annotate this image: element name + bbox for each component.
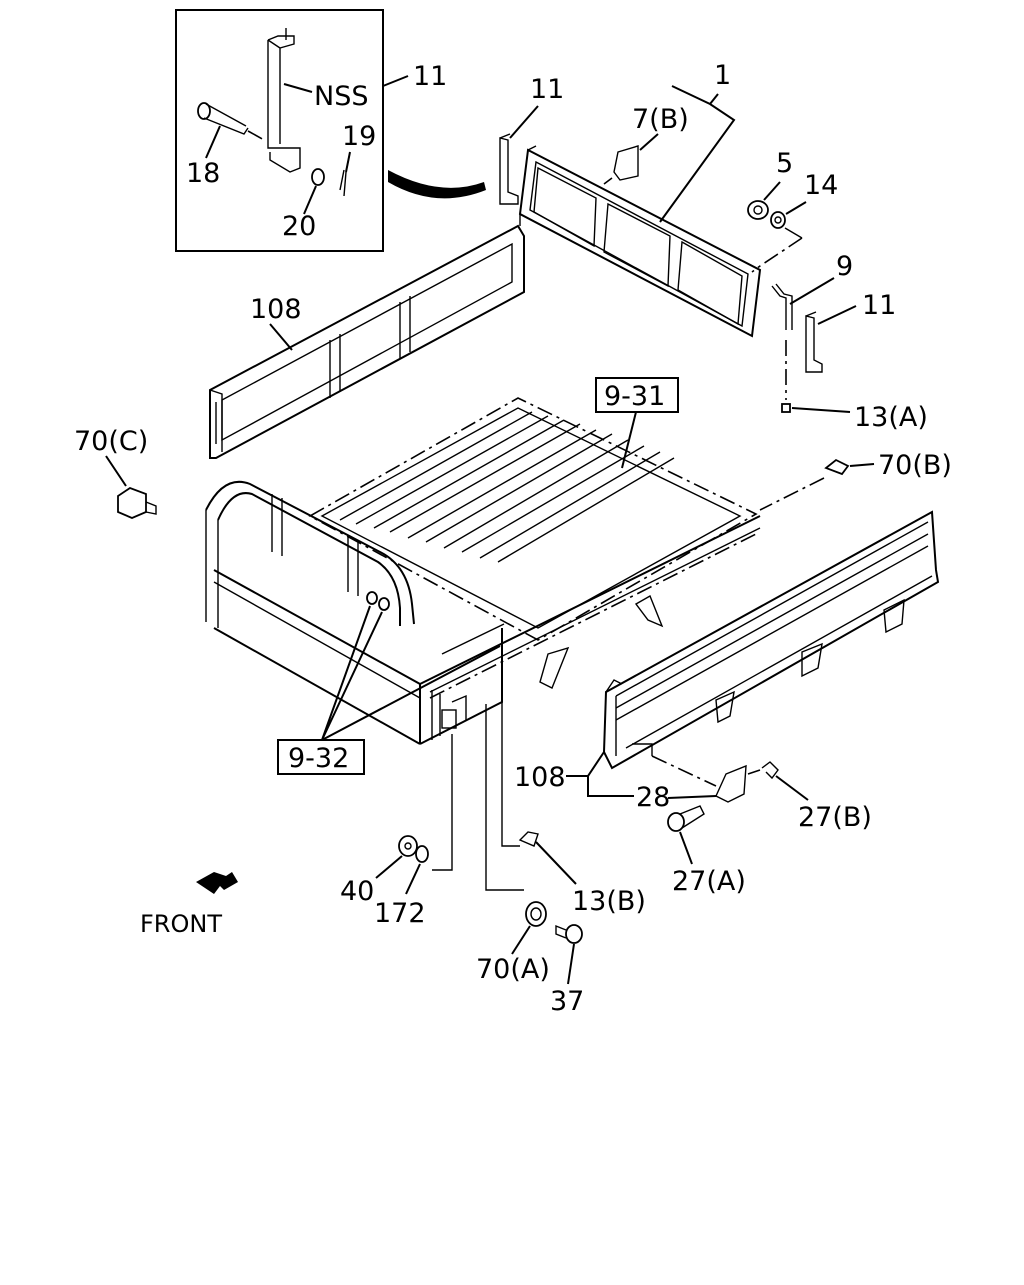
hinge-bracket-part — [267, 35, 301, 173]
body-frame-part — [205, 480, 761, 745]
stake-pocket-part — [715, 764, 747, 803]
callout-28: 28 — [636, 782, 670, 813]
callout-70a: 70(A) — [476, 954, 550, 985]
callout-9: 9 — [836, 251, 853, 282]
washer-part — [311, 168, 325, 186]
deck-floor-part — [308, 397, 758, 641]
callout-13a: 13(A) — [854, 402, 928, 433]
callout-108-left: 108 — [250, 294, 302, 325]
side-gate-right-part — [602, 510, 940, 770]
nut-40-part — [398, 835, 418, 857]
lamp-70b-part — [824, 458, 850, 476]
hook-7b-part — [613, 145, 639, 181]
bolt-9-32a-part — [366, 591, 378, 605]
washer-172-part — [415, 845, 429, 863]
callout-37: 37 — [550, 986, 584, 1017]
pin-13a-part — [781, 403, 791, 413]
washer-14-part — [770, 211, 786, 229]
lamp-70c-part — [117, 486, 157, 519]
callout-19: 19 — [342, 121, 376, 152]
callout-172: 172 — [374, 898, 426, 929]
callout-27a: 27(A) — [672, 866, 746, 897]
callout-27b: 27(B) — [798, 802, 872, 833]
callout-14: 14 — [804, 170, 838, 201]
nut-5-part — [747, 200, 769, 220]
callout-70b: 70(B) — [878, 450, 952, 481]
latch-rod-part — [771, 283, 793, 330]
inset-detail: NSS 11 18 19 20 — [175, 9, 447, 252]
cap-13b-part — [518, 831, 539, 847]
detail-reference-arrow — [388, 170, 486, 199]
callout-1: 1 — [714, 60, 731, 91]
rear-gate-part — [518, 145, 762, 338]
callout-5: 5 — [776, 148, 793, 179]
cotter-pin-part — [339, 169, 347, 197]
callout-11-inset: 11 — [413, 61, 447, 92]
hinge-post-left-part — [499, 133, 519, 205]
front-label: FRONT — [140, 910, 222, 938]
callout-13b: 13(B) — [572, 886, 646, 917]
side-gate-left-part — [209, 224, 525, 459]
hinge-post-right-part — [805, 311, 823, 373]
callout-20: 20 — [282, 211, 316, 242]
ref-9-32-label: 9-32 — [288, 743, 349, 774]
ref-9-31-label: 9-31 — [604, 381, 665, 412]
bolt-9-32b-part — [378, 597, 390, 611]
pin-27a-part — [667, 805, 705, 832]
callout-11-right: 11 — [862, 290, 896, 321]
callout-11-top: 11 — [530, 74, 564, 105]
grommet-70a-part — [525, 901, 547, 927]
nss-label: NSS — [314, 81, 368, 112]
pin-part — [197, 102, 267, 142]
callout-40: 40 — [340, 876, 374, 907]
screw-37-part — [555, 924, 583, 944]
callout-108-right: 108 — [514, 762, 566, 793]
front-arrow-icon — [196, 872, 238, 894]
ref-box-9-32 — [277, 739, 365, 775]
clip-27b-part — [761, 761, 779, 780]
ref-box-9-31 — [595, 377, 679, 413]
callout-18: 18 — [186, 158, 220, 189]
callout-70c: 70(C) — [74, 426, 148, 457]
callout-7b: 7(B) — [632, 104, 689, 135]
reflector-mount-part — [441, 709, 457, 729]
